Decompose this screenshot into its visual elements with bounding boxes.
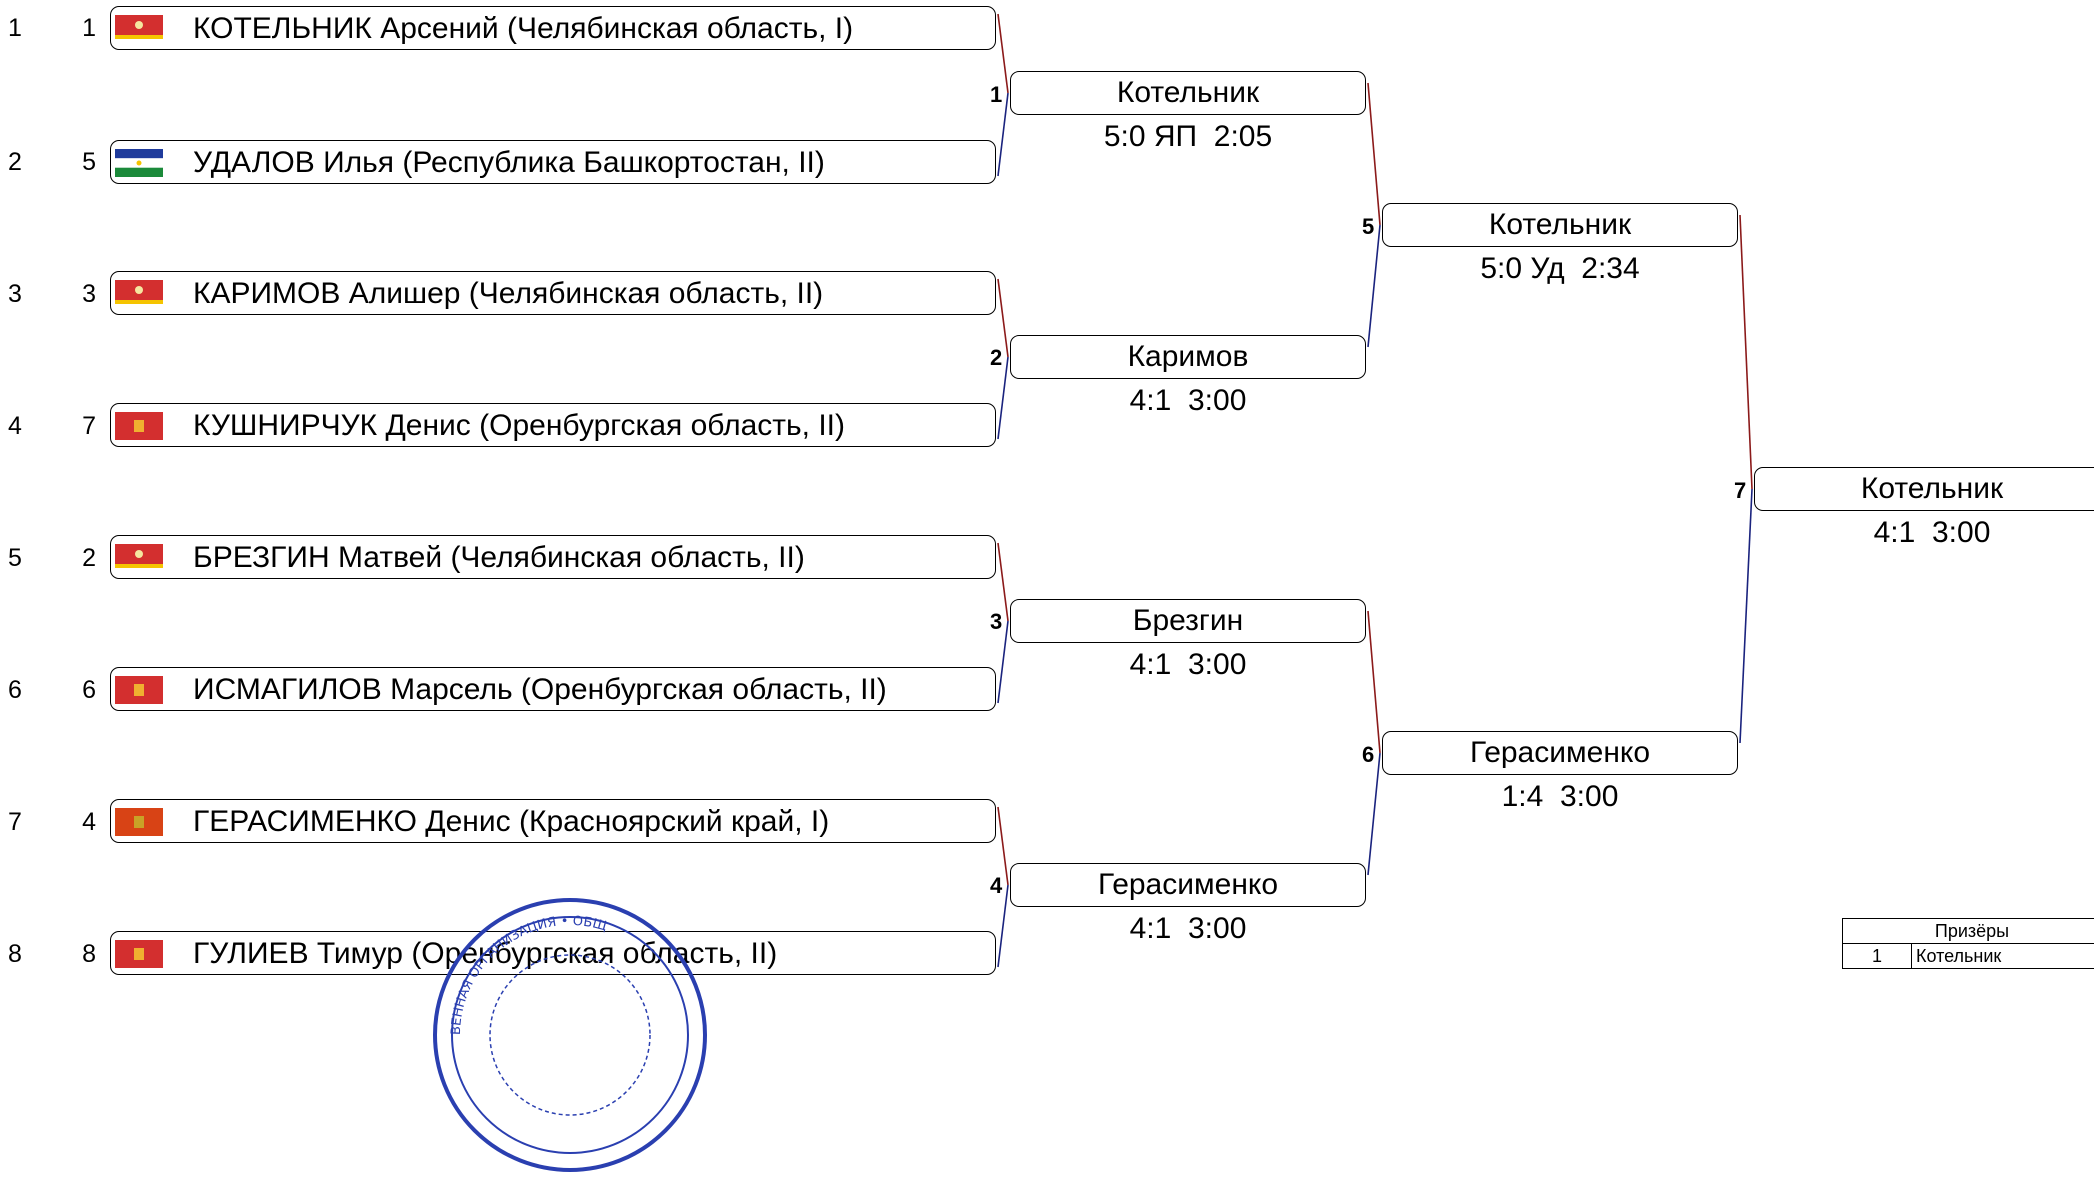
seed-number: 8	[66, 940, 96, 969]
participant-name: ГЕРАСИМЕНКО Денис (Красноярский край, I)	[193, 805, 829, 839]
orenburg-flag-icon	[115, 412, 163, 440]
match-score: 1:4 3:00	[1382, 780, 1738, 814]
match-number: 5	[1362, 214, 1374, 240]
stamp-text: ВЕННАЯ ОРГАНИЗАЦИЯ • ОБЩ	[449, 914, 608, 1035]
bashkortostan-flag-icon	[115, 149, 163, 177]
match-winner-box[interactable]: Котельник	[1382, 203, 1738, 247]
seed-number: 5	[66, 148, 96, 177]
chelyabinsk-flag-icon	[115, 544, 163, 572]
row-number: 3	[8, 280, 38, 309]
chelyabinsk-flag-icon	[115, 15, 163, 43]
match-score: 5:0 Уд 2:34	[1382, 252, 1738, 286]
bracket-line-blue	[1740, 489, 1752, 743]
match-winner-box[interactable]: Герасименко	[1010, 863, 1366, 907]
prizes-table: Призёры 1 Котельник	[1842, 918, 2094, 969]
chelyabinsk-flag-icon	[115, 280, 163, 308]
row-number: 7	[8, 808, 38, 837]
final-winner-box[interactable]: Котельник	[1754, 467, 2094, 511]
participant-box[interactable]: УДАЛОВ Илья (Республика Башкортостан, II…	[110, 140, 996, 184]
row-number: 8	[8, 940, 38, 969]
row-number: 5	[8, 544, 38, 573]
match-score: 4:1 3:00	[1010, 648, 1366, 682]
orenburg-flag-icon	[115, 676, 163, 704]
participant-box[interactable]: КУШНИРЧУК Денис (Оренбургская область, I…	[110, 403, 996, 447]
participant-name: УДАЛОВ Илья (Республика Башкортостан, II…	[193, 146, 825, 180]
participant-box[interactable]: КАРИМОВ Алишер (Челябинская область, II)	[110, 271, 996, 315]
bracket-line-blue	[1368, 225, 1380, 347]
match-score: 5:0 ЯП 2:05	[1010, 120, 1366, 154]
orenburg-flag-icon	[115, 940, 163, 968]
match-winner-box[interactable]: Брезгин	[1010, 599, 1366, 643]
match-score: 4:1 3:00	[1010, 912, 1366, 946]
participant-name: КУШНИРЧУК Денис (Оренбургская область, I…	[193, 409, 845, 443]
match-score: 4:1 3:00	[1010, 384, 1366, 418]
prizes-header: Призёры	[1843, 919, 2094, 944]
row-number: 6	[8, 676, 38, 705]
match-winner-box[interactable]: Котельник	[1010, 71, 1366, 115]
seed-number: 7	[66, 412, 96, 441]
match-number: 6	[1362, 742, 1374, 768]
participant-box[interactable]: ИСМАГИЛОВ Марсель (Оренбургская область,…	[110, 667, 996, 711]
row-number: 4	[8, 412, 38, 441]
match-number: 4	[990, 873, 1002, 899]
bracket-line-blue	[1368, 753, 1380, 875]
bracket-line-red	[1740, 215, 1752, 489]
bracket-line-red	[1368, 611, 1380, 753]
seed-number: 6	[66, 676, 96, 705]
seed-number: 2	[66, 544, 96, 573]
match-winner-box[interactable]: Каримов	[1010, 335, 1366, 379]
bracket-line-red	[1368, 83, 1380, 225]
svg-text:ВЕННАЯ ОРГАНИЗАЦИЯ • ОБЩ: ВЕННАЯ ОРГАНИЗАЦИЯ • ОБЩ	[449, 914, 608, 1035]
prize-place: 1	[1843, 944, 1912, 969]
match-number: 1	[990, 82, 1002, 108]
participant-box[interactable]: КОТЕЛЬНИК Арсений (Челябинская область, …	[110, 6, 996, 50]
row-number: 2	[8, 148, 38, 177]
krasnoyarsk-flag-icon	[115, 808, 163, 836]
seed-number: 1	[66, 14, 96, 43]
organization-stamp: ВЕННАЯ ОРГАНИЗАЦИЯ • ОБЩ	[425, 890, 715, 1180]
match-number: 7	[1734, 478, 1746, 504]
participant-box[interactable]: ГЕРАСИМЕНКО Денис (Красноярский край, I)	[110, 799, 996, 843]
participant-name: ИСМАГИЛОВ Марсель (Оренбургская область,…	[193, 673, 887, 707]
participant-name: КОТЕЛЬНИК Арсений (Челябинская область, …	[193, 12, 853, 46]
participant-box[interactable]: БРЕЗГИН Матвей (Челябинская область, II)	[110, 535, 996, 579]
match-winner-box[interactable]: Герасименко	[1382, 731, 1738, 775]
match-number: 2	[990, 345, 1002, 371]
seed-number: 4	[66, 808, 96, 837]
seed-number: 3	[66, 280, 96, 309]
row-number: 1	[8, 14, 38, 43]
participant-name: КАРИМОВ Алишер (Челябинская область, II)	[193, 277, 823, 311]
match-number: 3	[990, 609, 1002, 635]
match-score: 4:1 3:00	[1754, 516, 2094, 550]
participant-name: БРЕЗГИН Матвей (Челябинская область, II)	[193, 541, 805, 575]
prize-name: Котельник	[1912, 944, 2094, 969]
